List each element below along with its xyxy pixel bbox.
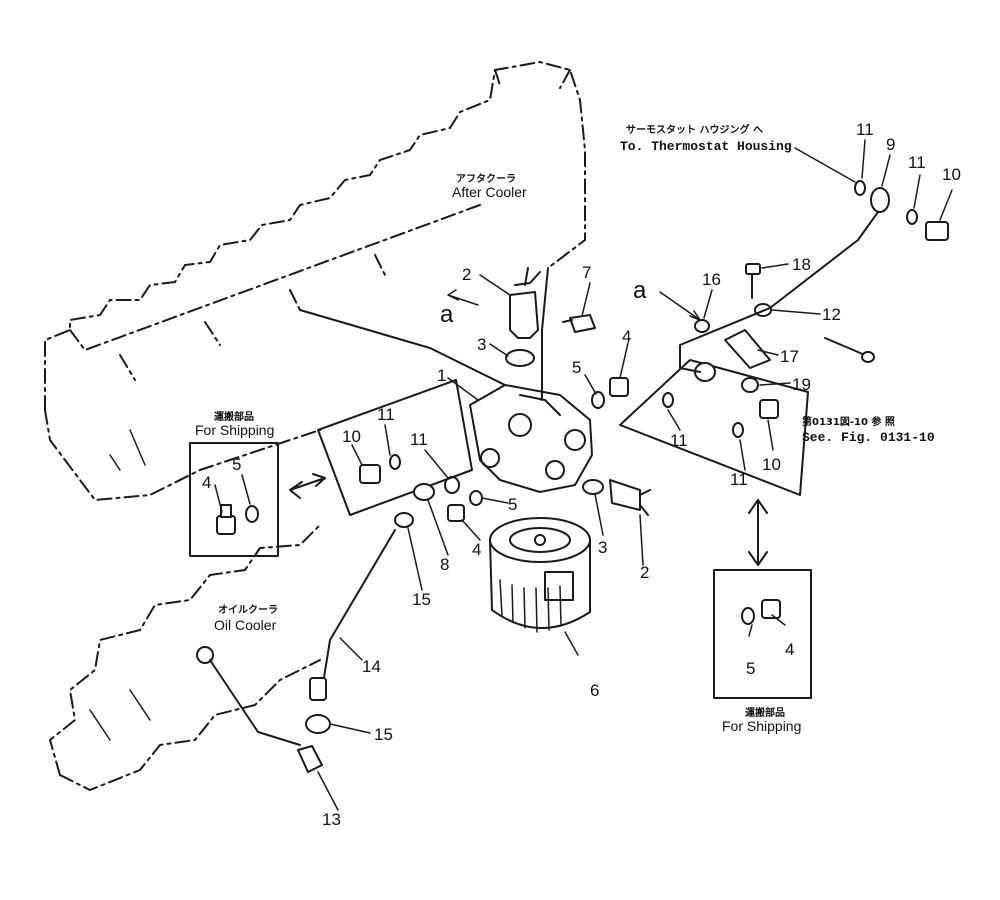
callout-4-shipright: 4 — [785, 640, 794, 659]
callout-11-top-a: 11 — [856, 120, 874, 139]
shipping-right-label-en: For Shipping — [722, 718, 801, 734]
part-9-eyebolt — [870, 187, 890, 213]
callout-4-low: 4 — [472, 540, 481, 559]
callout-15-upper: 15 — [412, 590, 431, 609]
callout-19: 19 — [792, 375, 811, 394]
callout-5-low: 5 — [508, 495, 517, 514]
part-11-washer-right-a — [662, 392, 674, 408]
thermostat-label-jp: サーモスタット ハウジング へ — [626, 123, 763, 136]
part-4-plug-mid — [609, 377, 629, 397]
callout-4-mid: 4 — [622, 327, 631, 346]
callout-12: 12 — [822, 305, 841, 324]
plane-right — [619, 359, 809, 496]
callout-11-right-b: 11 — [730, 470, 748, 489]
plane-left — [317, 379, 473, 516]
pipe-aftercooler — [299, 309, 506, 386]
callout-8: 8 — [440, 555, 449, 574]
callout-18: 18 — [792, 255, 811, 274]
callout-3-top: 3 — [477, 335, 486, 354]
callout-3-low: 3 — [598, 538, 607, 557]
callout-10-left: 10 — [342, 427, 361, 446]
leader-lines — [214, 139, 953, 811]
thermostat-label-en: To. Thermostat Housing — [620, 139, 792, 154]
callout-10-right: 10 — [762, 455, 781, 474]
shipping-left-label-en: For Shipping — [195, 422, 274, 438]
part-7-bolt — [562, 314, 596, 333]
pipe-vertical — [541, 267, 549, 401]
after-cooler-outline — [44, 61, 586, 501]
part-15-elbow-upper — [394, 512, 414, 528]
part-16-washer — [694, 319, 710, 333]
tube-12 — [679, 211, 879, 373]
callout-9: 9 — [886, 135, 895, 154]
oilcooler-label-en: Oil Cooler — [214, 617, 277, 633]
callout-5-shipleft: 5 — [232, 455, 241, 474]
callout-2-top: 2 — [462, 265, 471, 284]
filter-cartridge — [489, 517, 591, 633]
see-fig-label-en: See. Fig. 0131-10 — [802, 430, 935, 445]
connector-label-a-right: a — [633, 277, 647, 304]
part-13-fitting — [297, 745, 323, 773]
connector-arrow-right — [659, 291, 701, 321]
callout-1: 1 — [437, 366, 446, 385]
part-3-ring-low — [582, 479, 604, 495]
shipping-box-right — [713, 569, 812, 699]
callout-14: 14 — [362, 657, 381, 676]
part-2-low-valve — [609, 479, 651, 516]
oil-cooler-outline — [49, 524, 321, 791]
callout-16: 16 — [702, 270, 721, 289]
part-17-clamp — [724, 329, 771, 369]
callout-17: 17 — [780, 347, 799, 366]
shipping-right-label-jp: 運搬部品 — [745, 706, 785, 719]
connector-label-a-left: a — [440, 301, 454, 328]
part-11-washer-a — [389, 454, 401, 470]
callout-11-right-a: 11 — [670, 431, 688, 450]
part-bolt-long-head — [861, 351, 875, 363]
callout-6: 6 — [590, 681, 599, 700]
callout-5-mid: 5 — [572, 358, 581, 377]
callout-4-shipleft: 4 — [202, 473, 211, 492]
part-10-bolt-right — [759, 399, 779, 419]
part-15-elbow-lower — [305, 714, 331, 734]
callout-11-top-b: 11 — [908, 153, 926, 172]
oilcooler-label-jp: オイルクーラ — [218, 604, 278, 616]
part-3-top-ring — [505, 349, 535, 367]
part-19-nut — [741, 377, 759, 393]
callout-7: 7 — [582, 263, 591, 282]
part-10-bolt-left — [359, 464, 381, 484]
connector-arrow-top — [447, 289, 479, 306]
part-11-washer-b — [444, 476, 460, 494]
part-5-washer-left — [469, 490, 483, 506]
part-18-bolt — [745, 263, 761, 275]
callout-13: 13 — [322, 810, 341, 829]
part-4-plug-left — [447, 504, 465, 522]
callout-10-top: 10 — [942, 165, 961, 184]
callout-11-left-b: 11 — [410, 430, 428, 449]
part-11-washer-top-b — [906, 209, 918, 225]
callout-11-left-a: 11 — [377, 405, 395, 424]
filter-head — [469, 384, 593, 493]
part-10-bolt-top — [925, 221, 949, 241]
callout-2-low: 2 — [640, 563, 649, 582]
see-fig-label-jp: 第0131図-10 参 照 — [802, 415, 895, 428]
aftercooler-label-jp: アフタクーラ — [456, 173, 516, 185]
aftercooler-label-en: After Cooler — [452, 184, 527, 200]
callout-5-shipright: 5 — [746, 659, 755, 678]
callout-15-lower: 15 — [374, 725, 393, 744]
tube-14 — [321, 529, 396, 691]
double-arrow-horizontal — [289, 473, 326, 499]
part-14-end — [309, 677, 327, 701]
shipping-box-left — [189, 442, 279, 557]
double-arrow-vertical — [748, 499, 768, 566]
shipping-left-label-jp: 運搬部品 — [214, 410, 254, 423]
part-11-washer-right-b — [732, 422, 744, 438]
part-bolt-long — [824, 337, 866, 356]
part-2-top-valve — [509, 267, 541, 339]
part-11-washer-top-a — [854, 180, 866, 196]
callout-numbers: 1 2 2 3 3 4 4 4 4 5 5 5 5 6 7 8 9 10 10 … — [202, 120, 961, 829]
pipe-oilcooler — [209, 659, 301, 746]
part-5-washer-mid — [591, 391, 605, 409]
part-8-eyebolt — [413, 483, 435, 501]
